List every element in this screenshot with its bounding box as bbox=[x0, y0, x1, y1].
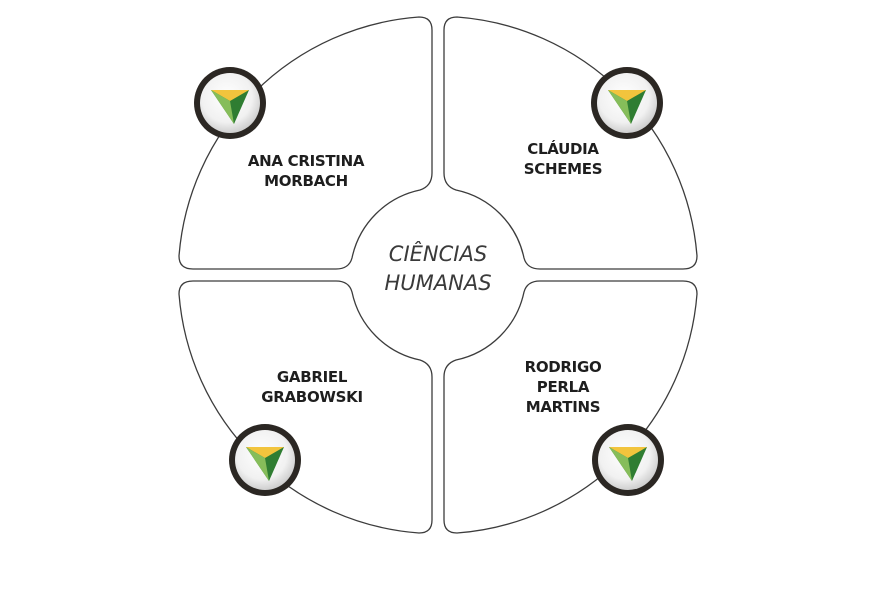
hub-label: CIÊNCIAS HUMANAS bbox=[338, 240, 538, 298]
name-line: ANA CRISTINA bbox=[247, 152, 365, 170]
name-line: MORBACH bbox=[264, 172, 348, 190]
quadrant-bottom-right-name: RODRIGO PERLA MARTINS bbox=[463, 357, 663, 417]
badge-bottom-right bbox=[592, 424, 664, 496]
shield-logo-icon bbox=[609, 447, 647, 481]
hub-label-line-2: HUMANAS bbox=[384, 271, 492, 295]
name-line: PERLA bbox=[536, 378, 590, 396]
quadrant-bottom-left-shape bbox=[178, 280, 433, 534]
shield-logo-icon bbox=[246, 447, 284, 481]
badge-top-right bbox=[591, 67, 663, 139]
badge-bottom-left bbox=[229, 424, 301, 496]
name-line: MARTINS bbox=[525, 398, 601, 416]
name-line: CLÁUDIA bbox=[527, 140, 599, 158]
quadrant-bottom-right-shape bbox=[443, 280, 698, 534]
quadrant-bottom-left-name: GABRIEL GRABOWSKI bbox=[212, 367, 412, 407]
name-line: RODRIGO bbox=[524, 358, 602, 376]
quadrant-top-right-name: CLÁUDIA SCHEMES bbox=[463, 139, 663, 179]
name-line: GABRIEL bbox=[276, 368, 348, 386]
shield-logo-icon bbox=[608, 90, 646, 124]
shield-logo-icon bbox=[211, 90, 249, 124]
hub-label-line-1: CIÊNCIAS bbox=[388, 242, 488, 266]
badge-top-left bbox=[194, 67, 266, 139]
name-line: GRABOWSKI bbox=[261, 388, 363, 406]
quadrant-top-left-shape bbox=[178, 16, 433, 270]
name-line: SCHEMES bbox=[523, 160, 603, 178]
quadrant-top-left-name: ANA CRISTINA MORBACH bbox=[206, 151, 406, 191]
